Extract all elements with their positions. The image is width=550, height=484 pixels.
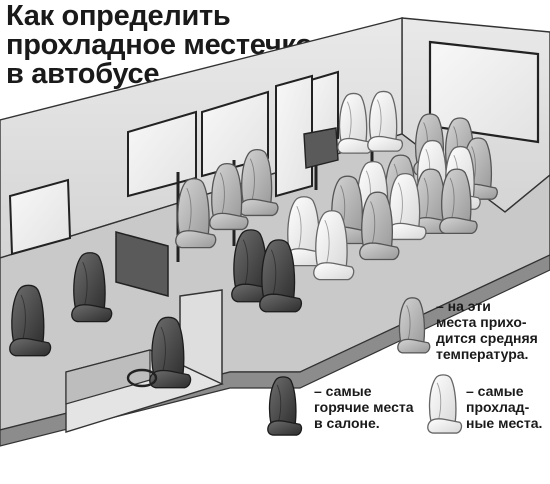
seat-cool [337, 92, 374, 154]
legend-hot-line-3: в салоне. [314, 415, 380, 431]
legend-medium-line-4: температура. [436, 346, 529, 362]
seat-hot [9, 284, 52, 357]
seat-cool [387, 173, 427, 241]
legend-hot-line-1: – самые [314, 383, 372, 399]
title-line-3: в автобусе [6, 58, 160, 90]
legend-cool-line-3: ные места. [466, 415, 543, 431]
seat-hot [71, 252, 113, 323]
rear-partition [303, 127, 339, 169]
seat-medium [209, 163, 249, 231]
legend-cool-line-2: прохлад- [466, 399, 530, 415]
legend-medium-text: – на эти места прихо- дится средняя темп… [436, 298, 538, 362]
front-door [275, 74, 313, 198]
seat-medium [239, 149, 279, 217]
legend-cool-text: – самые прохлад- ные места. [466, 383, 542, 431]
legend-medium-line-1: – на эти [436, 298, 491, 314]
seat-medium [359, 191, 400, 261]
legend-medium-seat-icon [397, 297, 431, 354]
legend-medium-line-2: места прихо- [436, 314, 527, 330]
seat-hot-driver [149, 316, 192, 389]
seat-hot [259, 239, 303, 313]
steering-wheel [126, 368, 158, 388]
legend-cool-seat-icon [427, 374, 463, 434]
diagram-title: Как определить прохладное местечко в авт… [6, 0, 313, 90]
legend-hot-line-2: горячие места [314, 399, 414, 415]
seat-medium [439, 168, 478, 235]
legend-cool-line-1: – самые [466, 383, 524, 399]
seat-medium [175, 178, 217, 249]
legend-medium-line-3: дится средняя [436, 330, 538, 346]
legend-hot-text: – самые горячие места в салоне. [314, 383, 414, 431]
seat-cool [367, 90, 404, 152]
right-window [428, 40, 540, 144]
title-line-1: Как определить [6, 0, 231, 32]
legend-hot-seat-icon [267, 376, 303, 436]
cabin-partition [115, 231, 169, 297]
seats [9, 90, 498, 389]
seat-cool [313, 210, 355, 281]
